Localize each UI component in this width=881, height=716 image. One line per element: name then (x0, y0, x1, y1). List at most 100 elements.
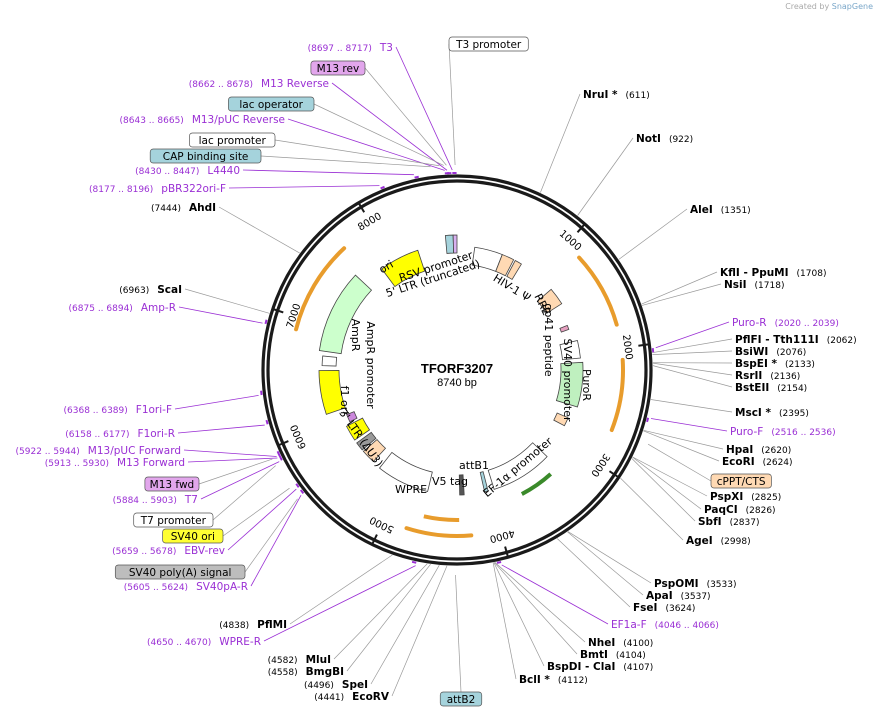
box-line (448, 43, 456, 166)
site-label: (4558) BmgBI (268, 666, 344, 678)
enzyme-position: (6963) (119, 286, 149, 296)
site-line (567, 531, 644, 596)
site-line (289, 554, 393, 625)
primer-label: (5659 .. 5678)EBV-rev (112, 545, 225, 557)
efa-arc (520, 472, 553, 496)
site-line (643, 429, 724, 450)
site-label: BmtI(4104) (580, 649, 646, 661)
feature-box (439, 691, 483, 707)
snapgene-logo: SnapGene (831, 2, 873, 11)
orf-arc (577, 255, 619, 327)
primer-range: (8430 .. 8447) (135, 167, 199, 177)
site-line (652, 350, 733, 356)
feature-box-label: M13 rev (317, 63, 360, 75)
enzyme-name: MluI (306, 654, 331, 666)
enzyme-position: (2825) (751, 493, 781, 503)
primer-mark (279, 456, 283, 461)
box-line (222, 487, 290, 537)
inner-feature-label: f1 ori (338, 386, 351, 415)
enzyme-position: (2136) (770, 372, 800, 382)
primer-mark (265, 419, 269, 425)
primer-name: EF1a-F (611, 619, 647, 631)
enzyme-position: (2076) (776, 348, 806, 358)
primer-label: (8697 .. 8717)T3 (308, 42, 393, 54)
inner-feature-label: SV40 promoter (561, 338, 574, 422)
primer-label: (5605 .. 5624)SV40pA-R (124, 581, 248, 593)
site-line (632, 456, 708, 497)
credit-prefix: Created by (785, 2, 830, 11)
primer-range: (5659 .. 5678) (112, 547, 176, 557)
enzyme-position: (2826) (746, 506, 776, 516)
orf-arc (423, 514, 460, 522)
feature-box-label: M13 fwd (150, 479, 195, 491)
m13-feature (452, 234, 458, 254)
backbone-inner (266, 179, 648, 561)
site-label: (4496)SpeI (304, 679, 368, 691)
primer-name: L4440 (207, 165, 240, 177)
enzyme-name: NruI * (583, 89, 618, 101)
primer-range: (6158 .. 6177) (65, 430, 129, 440)
site-label: BstEII (2154) (735, 382, 807, 394)
inner-feature-label: V5 tag (432, 475, 468, 488)
primer-label: (5922 .. 5944)M13/pUC Forward (16, 445, 181, 457)
f1ori-feature (318, 370, 346, 415)
enzyme-position: (4558) (268, 668, 298, 678)
enzyme-name: PspXI (710, 491, 743, 503)
feature-box-label: T3 promoter (455, 39, 522, 51)
enzyme-position: (7444) (151, 204, 181, 214)
tick-5000 (371, 534, 378, 545)
site-label: BspEI *(2133) (735, 358, 815, 370)
enzyme-name: BstEII (735, 382, 769, 394)
tick-label-2000: 2000 (620, 334, 634, 361)
primer-name: M13/pUC Reverse (192, 114, 285, 126)
primer-range: (8662 .. 8678) (189, 80, 253, 90)
site-label: BspDI - ClaI(4107) (547, 661, 653, 673)
credit: Created by SnapGene (785, 2, 873, 11)
primer-label: (8662 .. 8678)M13 Reverse (189, 78, 329, 90)
inner-feature-label: attB1 (459, 459, 489, 472)
site-line (493, 562, 545, 667)
feature-box-label: SV40 poly(A) signal (129, 567, 232, 579)
primer-mark (380, 185, 385, 190)
attb1-feature (479, 471, 489, 493)
enzyme-position: (2837) (730, 518, 760, 528)
primer-line (655, 321, 730, 349)
lac-feature (444, 234, 455, 254)
primer-name: WPRE-R (219, 636, 261, 648)
enzyme-name: PaqCI (704, 504, 738, 516)
box-line (313, 103, 444, 166)
wpre-feature (378, 451, 433, 492)
sv40-ori-feature (345, 417, 371, 441)
site-label: PaqCI (2826) (704, 504, 776, 516)
enzyme-position: (2062) (827, 336, 857, 346)
site-label: (4441)EcoRV (314, 691, 390, 703)
feature-box (133, 512, 214, 528)
site-line (652, 365, 733, 388)
enzyme-position: (3624) (665, 604, 695, 614)
site-label: (4582)MluI (268, 654, 331, 666)
plasmid-name: TFORF3207 (421, 361, 493, 376)
site-label: (6963)ScaI (119, 284, 182, 296)
primer-range: (8643 .. 8665) (120, 116, 184, 126)
primer-name: Puro-R (732, 317, 767, 329)
site-label: EcoRI(2624) (722, 456, 793, 468)
enzyme-name: BsiWI (735, 346, 768, 358)
primer-line (501, 564, 609, 625)
primer-range: (8177 .. 8196) (89, 185, 153, 195)
feature-shapes (260, 172, 655, 564)
v5-feature (458, 474, 465, 496)
tick-label-3000: 3000 (588, 451, 611, 478)
box-line (647, 443, 712, 482)
primer-label: (6368 .. 6389)F1ori-F (64, 404, 173, 416)
primer-line (177, 424, 265, 434)
primer-line (200, 461, 280, 500)
tick-label-4000: 4000 (488, 527, 515, 544)
box-line (212, 465, 276, 521)
enzyme-position: (2154) (777, 384, 807, 394)
tick-7000 (272, 308, 284, 314)
primer-range: (8697 .. 8717) (308, 44, 372, 54)
enzyme-position: (4104) (616, 651, 646, 661)
primer-range: (2516 .. 2536) (771, 428, 835, 438)
primer-range: (5922 .. 5944) (16, 447, 80, 457)
enzyme-name: BmgBI (306, 666, 344, 678)
